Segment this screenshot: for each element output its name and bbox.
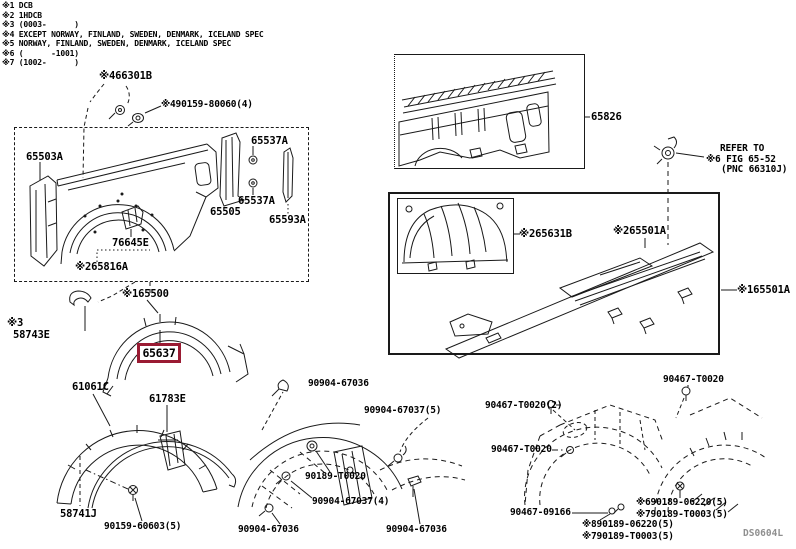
legend-note-4: ※4 EXCEPT NORWAY, FINLAND, SWEDEN, DENMA… bbox=[2, 29, 264, 39]
legend-note-6: ※6 ( -1001) bbox=[2, 48, 79, 58]
part-label-90467-09166[interactable]: 90467-09166 bbox=[510, 507, 571, 518]
sill-panel-drawing bbox=[444, 238, 737, 359]
detail-frame-bed-panel bbox=[394, 54, 585, 169]
part-label-n7-90189-t0003-a[interactable]: ※790189-T0003(5) bbox=[636, 509, 728, 520]
part-label-90467-t0020-2[interactable]: 90467-T0020(2) bbox=[485, 400, 563, 411]
part-label-65537a-bottom[interactable]: 65537A bbox=[238, 195, 275, 207]
part-label-65816a[interactable]: ※265816A bbox=[75, 261, 128, 273]
part-label-n6-90189-06220[interactable]: ※690189-06220(5) bbox=[636, 497, 728, 508]
fender-liner-65637-drawing bbox=[101, 299, 249, 397]
bed-inner-panel-drawing bbox=[398, 70, 590, 167]
detail-frame-quarter-panel bbox=[14, 127, 309, 282]
refer-note-line1: REFER TO bbox=[720, 143, 765, 154]
part-label-265501a[interactable]: ※265501A bbox=[613, 225, 666, 237]
part-label-65593a[interactable]: 65593A bbox=[269, 214, 306, 226]
part-label-65503a[interactable]: 65503A bbox=[26, 151, 63, 163]
part-label-90904-67037-5[interactable]: 90904-67037(5) bbox=[364, 405, 442, 416]
part-label-65637: 65637 bbox=[142, 346, 176, 360]
legend-note-5: ※5 NORWAY, FINLAND, SWEDEN, DENMARK, ICE… bbox=[2, 39, 232, 48]
hook-58743e-drawing bbox=[69, 290, 92, 331]
part-label-65505[interactable]: 65505 bbox=[210, 206, 241, 218]
part-label-90159-60603[interactable]: 90159-60603(5) bbox=[104, 521, 182, 532]
clip-66301b-icon bbox=[82, 83, 162, 179]
part-label-61061c[interactable]: 61061C bbox=[72, 381, 109, 393]
part-label-90189-t0020[interactable]: 90189-T0020 bbox=[305, 471, 366, 482]
refer-clip-icon bbox=[653, 136, 705, 245]
legend-note-1: ※1 DCB bbox=[2, 1, 33, 10]
part-label-90904-67037-4[interactable]: 90904-67037(4) bbox=[312, 496, 390, 507]
part-label-90159-80060[interactable]: ※490159-80060(4) bbox=[161, 99, 253, 110]
part-label-65631b[interactable]: ※265631B bbox=[519, 228, 572, 240]
legend-note-3: ※3 (0003- ) bbox=[2, 20, 79, 29]
part-label-90904-67036-right[interactable]: 90904-67036 bbox=[386, 524, 447, 535]
legend-note-2: ※2 1HDCB bbox=[2, 10, 42, 20]
detail-frame-wheel-housing bbox=[397, 198, 514, 274]
highlighted-part-65637[interactable]: 65637 bbox=[137, 343, 181, 363]
refer-note-line2: ※6 FIG 65-52 bbox=[706, 154, 776, 165]
part-label-58741j[interactable]: 58741J bbox=[60, 508, 97, 520]
wheel-housing-drawing bbox=[401, 202, 520, 272]
part-label-n8-90189-06220[interactable]: ※890189-06220(5) bbox=[582, 519, 674, 530]
detail-frame-sill bbox=[388, 192, 720, 355]
part-label-90467-t0020-left[interactable]: 90467-T0020 bbox=[491, 444, 552, 455]
part-label-165501a[interactable]: ※165501A bbox=[737, 284, 790, 296]
part-label-58743e[interactable]: 58743E bbox=[13, 329, 50, 341]
part-label-note3: ※3 bbox=[7, 317, 24, 329]
part-label-n7-90189-t0003-b[interactable]: ※790189-T0003(5) bbox=[582, 531, 674, 542]
part-label-61783e[interactable]: 61783E bbox=[149, 393, 186, 405]
legend-note-7: ※7 (1002- ) bbox=[2, 58, 79, 67]
part-label-90904-67036-top[interactable]: 90904-67036 bbox=[308, 378, 369, 389]
part-label-65500[interactable]: ※165500 bbox=[122, 288, 169, 300]
part-label-65826[interactable]: 65826 bbox=[591, 111, 622, 123]
mudguard-molding-drawing bbox=[56, 393, 237, 522]
part-label-65537a-top[interactable]: 65537A bbox=[251, 135, 288, 147]
part-label-90467-t0020-top[interactable]: 90467-T0020 bbox=[663, 374, 724, 385]
part-label-76645e[interactable]: 76645E bbox=[112, 237, 149, 249]
diagram-code-watermark: DS0604L bbox=[743, 528, 784, 539]
rear-molding-drawings bbox=[524, 385, 767, 521]
liner-dashed-drawing bbox=[237, 379, 466, 525]
part-label-66301b[interactable]: ※466301B bbox=[99, 70, 152, 82]
refer-note-line3: (PNC 66310J) bbox=[721, 164, 788, 175]
left-quarter-panel-drawing bbox=[29, 132, 294, 303]
part-label-90904-67036-left[interactable]: 90904-67036 bbox=[238, 524, 299, 535]
